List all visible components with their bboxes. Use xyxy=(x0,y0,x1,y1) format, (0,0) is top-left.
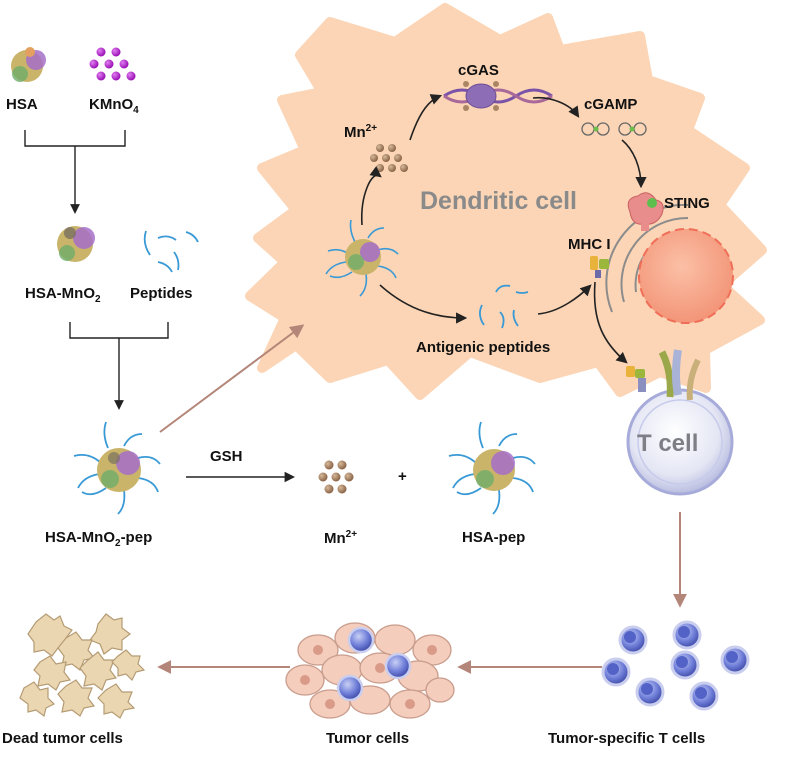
label-hsa-mno2-pep: HSA-MnO2-pep xyxy=(45,530,152,549)
label-hsa-mno2-sub: 2 xyxy=(95,294,101,305)
hsa-pep-nanoparticle xyxy=(448,421,536,515)
bracket-1 xyxy=(24,130,126,147)
label-hsa-mno2-pep-tail: -pep xyxy=(120,529,153,546)
label-mn-base: Mn xyxy=(324,530,346,547)
label-dc-mn: Mn2+ xyxy=(344,123,378,141)
label-tumor-specific-t-cells: Tumor-specific T cells xyxy=(548,730,706,747)
tumor-specific-t-cells-group xyxy=(601,620,750,711)
antigenic-peptides-icon xyxy=(479,284,529,329)
hsa-protein-icon xyxy=(11,47,46,82)
cgas-icon xyxy=(443,81,553,111)
hsa-mno2-icon xyxy=(57,226,95,262)
label-mn-sup: 2+ xyxy=(345,529,358,540)
label-hsa-mno2-base: HSA-MnO xyxy=(25,285,95,302)
label-hsa-mno2-pep-sub: 2 xyxy=(115,538,121,549)
nanoparticle-dc xyxy=(325,219,399,297)
label-dc-mn-sup: 2+ xyxy=(365,123,378,134)
kmno4-particles-icon xyxy=(89,47,136,81)
bracket-2 xyxy=(69,322,169,339)
tcr-complex-icon xyxy=(626,349,701,401)
label-kmno4: KMnO4 xyxy=(89,97,139,116)
label-kmno4-sub: 4 xyxy=(133,105,139,116)
t-cell-title: T cell xyxy=(637,430,699,457)
dead-tumor-cells-group xyxy=(19,613,146,719)
cgamp-icon xyxy=(581,122,647,136)
label-dc-mn-base: Mn xyxy=(344,124,366,141)
hsa-mno2-pep-nanoparticle xyxy=(73,421,161,515)
sting-icon xyxy=(627,192,664,231)
dendritic-cell-body xyxy=(245,3,767,400)
tumor-cells-cluster xyxy=(285,622,455,719)
label-plus: + xyxy=(398,468,407,485)
peptides-icon xyxy=(143,230,199,273)
label-kmno4-base: KMnO xyxy=(89,96,134,113)
label-mhc-i: MHC I xyxy=(568,236,611,253)
arrow-to-dendritic-cell xyxy=(159,324,305,433)
label-peptides: Peptides xyxy=(130,285,193,302)
label-tumor-cells: Tumor cells xyxy=(326,730,410,747)
mn-particles-released xyxy=(318,460,354,494)
label-hsa: HSA xyxy=(6,96,38,113)
label-cgas: cGAS xyxy=(458,62,499,79)
dc-pathway-arrows xyxy=(361,94,647,364)
label-antigenic-peptides: Antigenic peptides xyxy=(416,339,551,356)
dendritic-cell-title: Dendritic cell xyxy=(420,187,577,215)
label-cgamp: cGAMP xyxy=(584,96,638,113)
nucleus xyxy=(638,228,734,324)
label-hsa-mno2: HSA-MnO2 xyxy=(25,286,101,305)
label-dead-tumor-cells: Dead tumor cells xyxy=(2,730,123,747)
label-hsa-pep: HSA-pep xyxy=(462,529,526,546)
mhc-i-icon xyxy=(590,256,609,278)
label-mn-released: Mn2+ xyxy=(324,529,358,547)
label-sting: STING xyxy=(664,195,710,212)
label-hsa-mno2-pep-base: HSA-MnO xyxy=(45,529,115,546)
label-gsh: GSH xyxy=(210,448,243,465)
